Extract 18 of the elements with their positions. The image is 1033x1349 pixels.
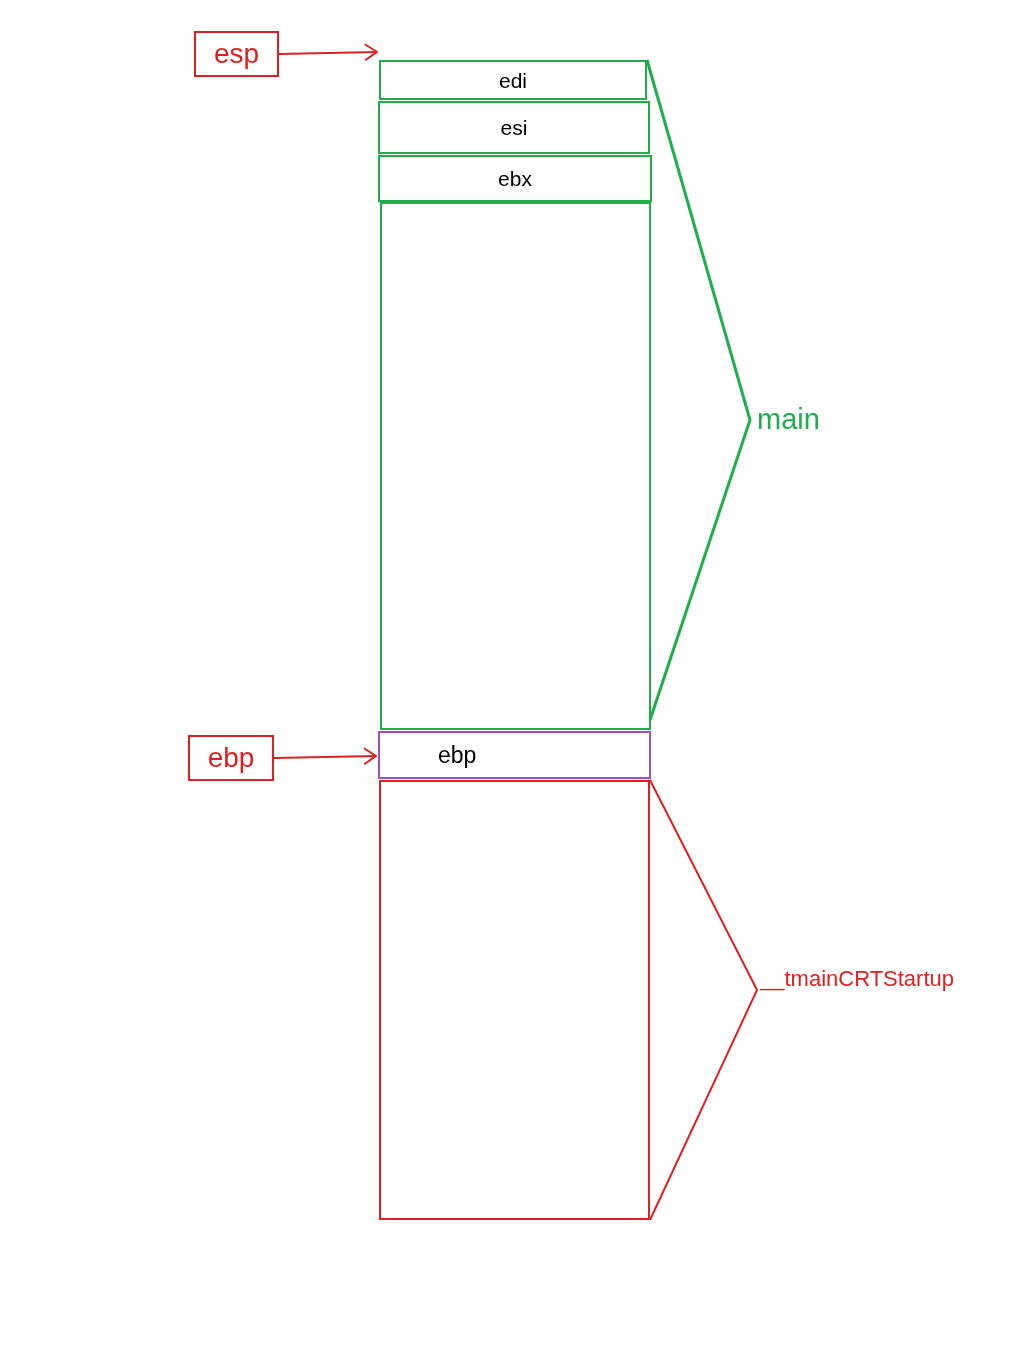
register-label	[188, 735, 274, 781]
arrow	[278, 43, 378, 62]
slot-text: ebp	[438, 743, 477, 767]
slot-text: esi	[500, 117, 528, 138]
slot-text: edi	[499, 69, 527, 91]
frame-label: main	[757, 405, 820, 434]
slot-text: esp	[213, 40, 260, 68]
stack-slot	[379, 60, 647, 100]
slot-text: ebp	[207, 744, 255, 772]
stack-frame	[379, 780, 650, 1220]
stack-slot	[378, 101, 650, 154]
stack-frame	[380, 202, 651, 730]
stack-slot	[378, 731, 651, 779]
stack-slot	[378, 155, 652, 202]
slot-text: ebx	[498, 168, 532, 189]
arrow	[273, 747, 377, 766]
register-label	[194, 31, 279, 77]
frame-label: __tmainCRTStartup	[760, 968, 954, 990]
